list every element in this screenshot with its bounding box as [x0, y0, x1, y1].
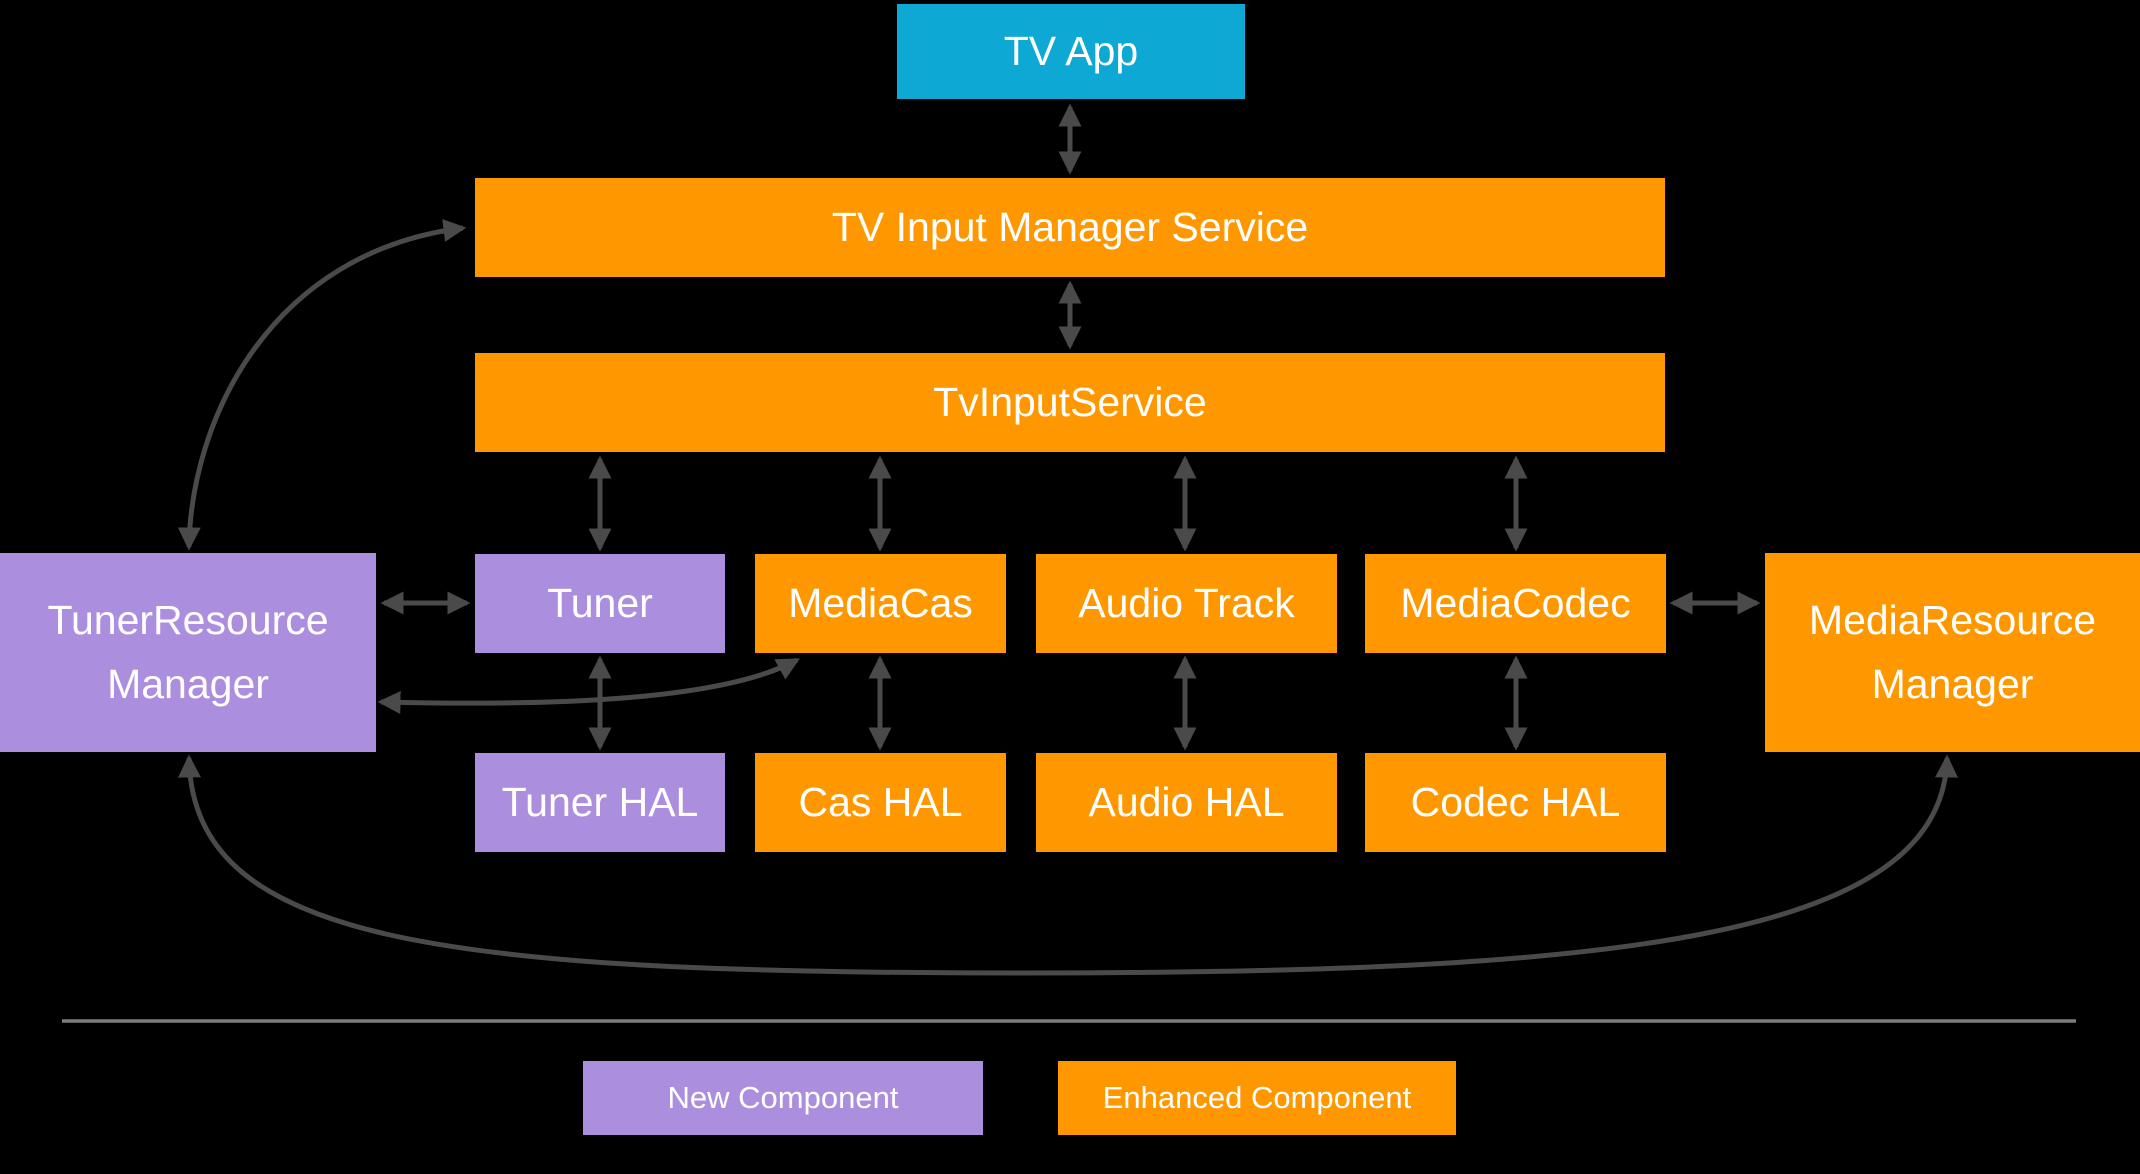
edge-trm-mediacas-curve: [377, 657, 801, 714]
node-tv-app: TV App: [897, 4, 1245, 99]
node-audio-track: Audio Track: [1036, 554, 1337, 653]
node-tuner-hal: Tuner HAL: [475, 753, 725, 852]
node-tv-input-service: TvInputService: [475, 353, 1665, 452]
node-audio-hal: Audio HAL: [1036, 753, 1337, 852]
node-media-codec: MediaCodec: [1365, 554, 1666, 653]
edge-trm-tvims-curve: [177, 219, 467, 551]
node-media-resource-manager: MediaResource Manager: [1765, 553, 2140, 752]
node-codec-hal: Codec HAL: [1365, 753, 1666, 852]
node-cas-hal: Cas HAL: [755, 753, 1006, 852]
node-tuner: Tuner: [475, 554, 725, 653]
legend-new-component: New Component: [583, 1061, 983, 1135]
node-tuner-resource-manager: TunerResource Manager: [0, 553, 376, 752]
node-tv-input-manager-service: TV Input Manager Service: [475, 178, 1665, 277]
node-media-cas: MediaCas: [755, 554, 1006, 653]
legend-enhanced-component: Enhanced Component: [1058, 1061, 1456, 1135]
